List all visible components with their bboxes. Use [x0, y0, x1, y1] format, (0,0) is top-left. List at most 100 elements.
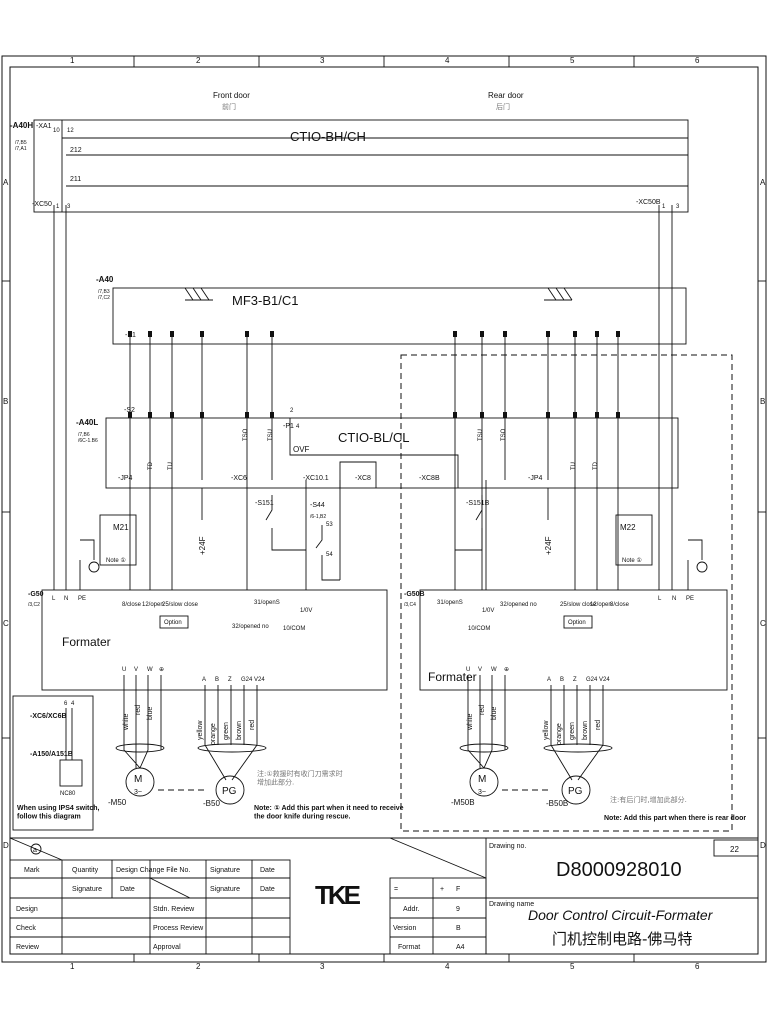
pin-label: L [52, 596, 56, 602]
left-formater: -G50 /3,C2 Formater L N PE 8/close 12/op… [28, 589, 388, 691]
signal-label: TD [148, 461, 154, 470]
rear-door-label: Rear door [488, 91, 524, 100]
pin-label: 54 [326, 552, 333, 558]
wire-color: yellow [197, 720, 204, 740]
pin-label: PE [686, 596, 694, 602]
contact-ref: -S44 [310, 502, 325, 509]
header-label: Signature [210, 867, 240, 874]
drawing-name-zh: 门机控制电路-佛马特 [552, 930, 692, 948]
right-motor: U V W ⊕ white red blue M 3~ -M50B [451, 667, 509, 807]
signal-label: TU [168, 462, 174, 470]
terminal-ref: -XA1 [36, 123, 52, 130]
terminal-ref: -XC10.1 [303, 475, 329, 482]
wire-color: red [479, 705, 486, 715]
terminal-ref: -S2 [124, 407, 135, 414]
header-label: Mark [24, 867, 40, 874]
field-label: = [394, 886, 398, 893]
rear-door-area [400, 354, 733, 832]
pin-label: 25/slow close [560, 602, 597, 608]
pin-label: 4 [296, 424, 300, 430]
row-label: D [3, 841, 9, 850]
motor-symbol: M [478, 774, 486, 785]
col-label: 6 [695, 56, 700, 65]
contact-ref: -S151B [466, 500, 490, 507]
module-title: MF3-B1/C1 [232, 293, 298, 308]
pin-label: L [658, 596, 662, 602]
terminal-label: V24 [599, 677, 610, 683]
signal-label: TU [571, 462, 577, 470]
mf3-module: -A40 /7,B3/7,C2 MF3-B1/C1 -S1 [96, 275, 687, 345]
terminal-ref: -XC6/XC6B [30, 713, 67, 720]
supply-label: +24F [544, 536, 553, 555]
row-label: Stdn. Review [153, 906, 195, 913]
pin-label: 10 [53, 128, 60, 134]
note-marker: Note ① [106, 557, 126, 564]
pin-label: 32/opened no [500, 602, 537, 608]
wire-label: 211 [70, 176, 81, 183]
note-right-en: Note: Add this part when there is rear d… [604, 815, 746, 822]
left-encoder: A B Z G24 V24 yellow orange green brown … [158, 677, 267, 808]
revision-mark: a [33, 847, 37, 854]
pin-label: 12/open [590, 602, 612, 608]
terminal-label: Z [573, 677, 577, 683]
ctio-bl-module: -A40L /7,B6/6C-1.B6 -S2 CTIO-BL/CL -P1 2… [76, 407, 679, 489]
ips4-inset: -XC6/XC6B 6 4 -A150/A151B NC80 When usin… [12, 695, 100, 831]
field-value: B [456, 925, 461, 932]
left-motor: U V W ⊕ white red blue M 3~ -M50 [108, 667, 165, 807]
row-label: Design [16, 906, 38, 913]
note-left-zh: 注:①救援时有收门刀需求时增加此部分. [257, 769, 343, 786]
header-label: Signature [72, 886, 102, 893]
drawing-number: D8000928010 [556, 859, 682, 881]
terminal-ref: -P1 [283, 423, 294, 430]
terminal-label: G24 [241, 677, 253, 683]
col-label: 4 [445, 56, 450, 65]
field-label: Version [393, 925, 416, 932]
module-ref: -A40H [10, 121, 33, 130]
pin-label: 2 [290, 408, 294, 414]
feed-wires [53, 205, 673, 590]
component-ref: -M50B [451, 798, 475, 807]
row-label: B [760, 397, 765, 406]
terminal-ref: -XC6 [231, 475, 247, 482]
note-marker: Note ① [622, 557, 642, 564]
row-label: C [760, 619, 766, 628]
col-label: 1 [70, 962, 75, 971]
header-label: Quantity [72, 867, 99, 874]
wire-color: green [569, 722, 576, 740]
terminal-ref: -XC8B [419, 475, 440, 482]
contact-ref: -S151 [255, 500, 274, 507]
terminal-label: U [466, 667, 470, 673]
component-ref: -B50 [203, 799, 220, 808]
terminal-label: V [134, 667, 138, 673]
terminal-ref: -XC8 [355, 475, 371, 482]
pin-label: 3 [676, 204, 680, 210]
wire-color: brown [582, 721, 589, 740]
pin-label: 12/open [142, 602, 164, 608]
field-label: Format [398, 944, 420, 951]
module-title: Formater [62, 635, 111, 649]
contact-sub: /6-1,B2 [310, 514, 326, 520]
field-value: 9 [456, 906, 460, 913]
row-label: A [3, 178, 9, 187]
pin-label: 32/opened no [232, 624, 269, 630]
signal-label: TSU [268, 429, 274, 441]
drawing-name-en: Door Control Circuit-Formater [528, 907, 714, 923]
row-label: Approval [153, 944, 181, 951]
pin-label: 10/COM [468, 626, 490, 632]
wire-color: brown [236, 721, 243, 740]
module-sub: /7,B3/7,C2 [98, 289, 110, 301]
signal-label: TSO [501, 428, 507, 441]
terminal-label: Z [228, 677, 232, 683]
wire-color: green [223, 722, 230, 740]
field-value: A4 [456, 944, 465, 951]
signal-label: TSU [478, 429, 484, 441]
drawing-name-label: Drawing name [489, 901, 534, 908]
pin-label: 8/close [610, 602, 630, 608]
terminal-label: V [478, 667, 482, 673]
module-sub: /7,B6/6C-1.B6 [78, 432, 98, 444]
motor-phase: 3~ [478, 789, 486, 796]
ovf-label: OVF [293, 445, 310, 454]
pin-label: N [672, 596, 676, 602]
col-label: 2 [196, 962, 201, 971]
